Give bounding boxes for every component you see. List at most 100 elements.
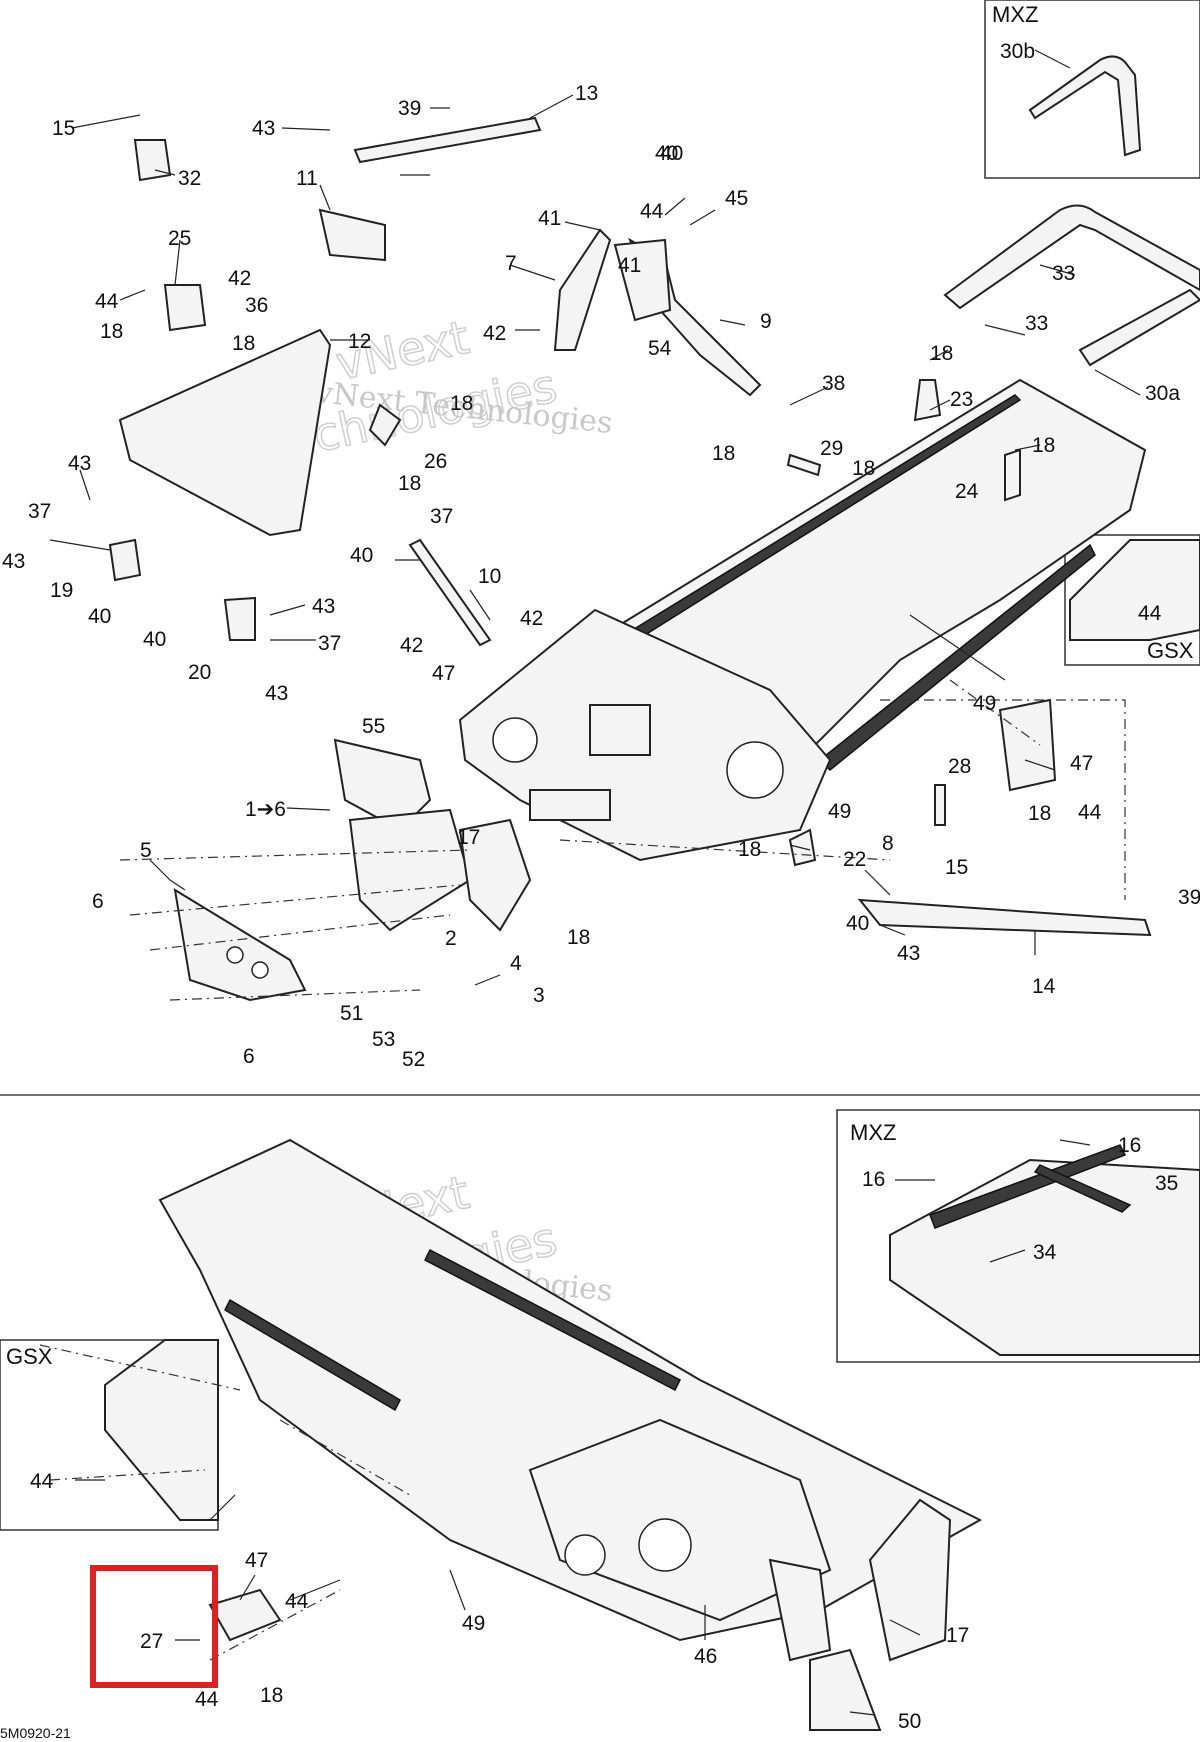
callout-18: 18 (398, 472, 421, 495)
callout-16: 16 (862, 1168, 885, 1191)
callout-2: 2 (445, 927, 457, 950)
callout-18: 18 (232, 332, 255, 355)
callout-36: 36 (245, 294, 268, 317)
callout-44: 44 (1078, 801, 1102, 824)
callout-11: 11 (296, 167, 318, 190)
callout-27-highlight (90, 1565, 218, 1688)
callout-44: 44 (1138, 602, 1162, 625)
callout-44: 44 (95, 290, 119, 313)
callout-33: 33 (1052, 262, 1075, 285)
callout-37: 37 (318, 632, 341, 655)
inset-gsx-bottom: GSX (0, 1339, 219, 1531)
callout-37: 37 (28, 500, 51, 523)
callout-18: 18 (852, 457, 875, 480)
upper-parts (108, 116, 1200, 1002)
callout-54: 54 (648, 337, 672, 360)
callout-18: 18 (260, 1684, 283, 1707)
callout-18: 18 (1028, 802, 1051, 825)
callout-30a: 30a (1145, 382, 1180, 405)
callout-5: 5 (140, 839, 152, 862)
callout-47: 47 (245, 1549, 268, 1572)
callout-29: 29 (820, 437, 843, 460)
callout-40: 40 (660, 142, 683, 165)
callout-18: 18 (1032, 434, 1055, 457)
callout-18: 18 (567, 926, 590, 949)
callout-35: 35 (1155, 1172, 1178, 1195)
callout-43: 43 (265, 682, 288, 705)
chassis-frame-lower (158, 1138, 983, 1731)
callout-10: 10 (478, 565, 501, 588)
callout-9: 9 (760, 310, 772, 333)
callout-45: 45 (725, 187, 748, 210)
callout-20: 20 (188, 661, 211, 684)
callout-17: 17 (946, 1624, 969, 1647)
callout-23: 23 (950, 388, 973, 411)
callout-44: 44 (30, 1470, 54, 1493)
assembly-lines-upper (119, 679, 1126, 1001)
inset-gsx-top: GSX (1064, 534, 1200, 666)
callout-53: 53 (372, 1028, 395, 1051)
callout-6: 6 (243, 1045, 255, 1068)
callout-34: 34 (1033, 1241, 1057, 1264)
callout-46: 46 (694, 1645, 717, 1668)
callout-39: 39 (1178, 886, 1200, 909)
svg-text:MXZ: MXZ (992, 2, 1038, 27)
callout-26: 26 (424, 450, 447, 473)
callout-37: 37 (430, 505, 453, 528)
callout-30b: 30b (1000, 40, 1035, 63)
callout-33: 33 (1025, 312, 1048, 335)
callout-49: 49 (828, 800, 851, 823)
callout-18: 18 (712, 442, 735, 465)
callout-38: 38 (822, 372, 845, 395)
callout-47: 47 (1070, 752, 1093, 775)
callout-43: 43 (252, 117, 275, 140)
callout-44: 44 (195, 1688, 219, 1711)
callout-40: 40 (350, 544, 373, 567)
callout-25: 25 (168, 227, 191, 250)
callout-42: 42 (228, 267, 251, 290)
callout-18: 18 (930, 342, 953, 365)
callout-42: 42 (483, 322, 506, 345)
callout-43: 43 (897, 942, 920, 965)
callout-3: 3 (533, 984, 545, 1007)
assembly-lines-lower (39, 1344, 411, 1661)
callout-8: 8 (882, 832, 894, 855)
callout-39: 39 (398, 97, 421, 120)
callout-44: 44 (285, 1590, 309, 1613)
callout-18: 18 (100, 320, 123, 343)
svg-text:GSX: GSX (6, 1344, 53, 1369)
callout-15: 15 (52, 117, 75, 140)
callout-47: 47 (432, 662, 455, 685)
callout-27: 27 (140, 1630, 163, 1653)
callout-42: 42 (520, 607, 543, 630)
callout-50: 50 (898, 1710, 921, 1733)
callout-13: 13 (575, 82, 598, 105)
inset-mxz-top: MXZ (984, 0, 1200, 179)
callout-24: 24 (955, 480, 979, 503)
callout-12: 12 (348, 330, 371, 353)
callout-40: 40 (846, 912, 869, 935)
callout-6: 6 (92, 890, 104, 913)
callout-22: 22 (843, 848, 866, 871)
callout-14: 14 (1032, 975, 1056, 998)
callout-7: 7 (505, 252, 517, 275)
callout-16: 16 (1118, 1134, 1141, 1157)
callout-49: 49 (973, 692, 996, 715)
inset-mxz-bottom: MXZ (836, 1109, 1200, 1363)
callout-43: 43 (68, 452, 91, 475)
callout-18: 18 (450, 392, 473, 415)
callout-43: 43 (2, 550, 25, 573)
document-id: 5M0920-21 (0, 1725, 71, 1741)
callout-17: 17 (457, 826, 480, 849)
callout-51: 51 (340, 1002, 363, 1025)
callout-15: 15 (945, 856, 968, 879)
callout-28: 28 (948, 755, 971, 778)
callout-32: 32 (178, 167, 201, 190)
callout-41: 41 (538, 207, 561, 230)
callout-42: 42 (400, 634, 423, 657)
callout-40: 40 (88, 605, 111, 628)
callout-19: 19 (50, 579, 73, 602)
svg-text:GSX: GSX (1147, 638, 1194, 663)
